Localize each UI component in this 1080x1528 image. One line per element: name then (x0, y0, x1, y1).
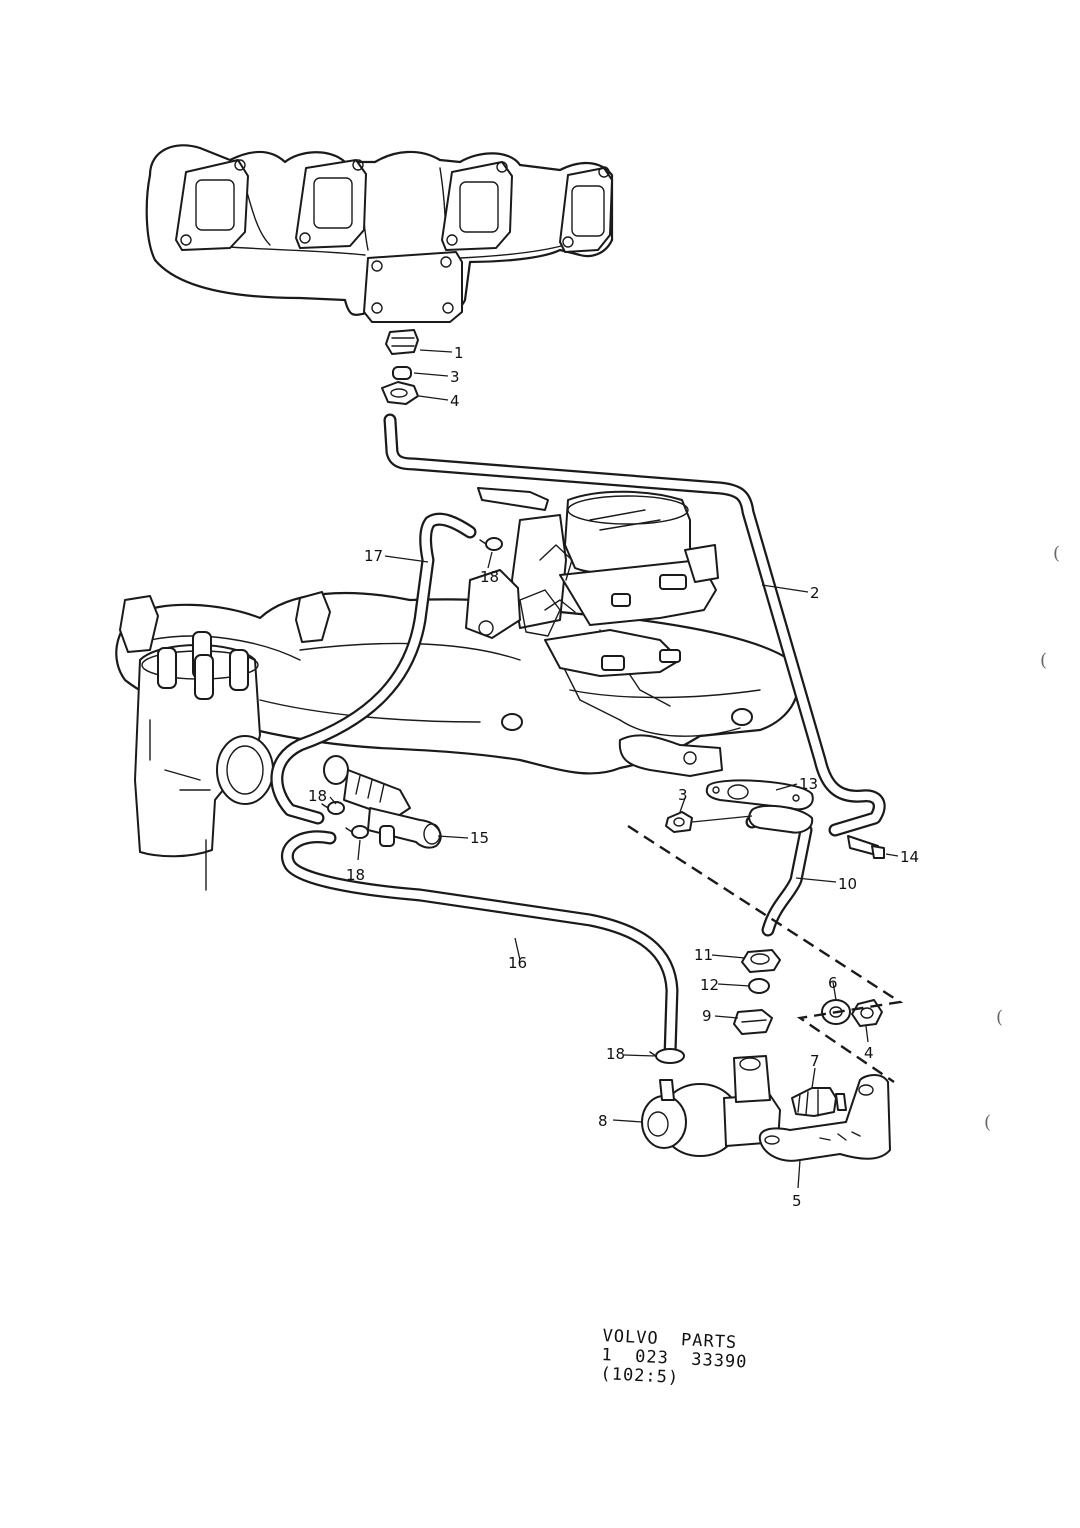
hose-clips (321, 537, 685, 1064)
edge-mark: ( (1040, 650, 1048, 671)
bracket-5 (758, 1074, 891, 1162)
callout-18-lower-left: 18 (346, 866, 365, 884)
callout-15: 15 (470, 829, 489, 847)
upper-fittings (381, 329, 419, 405)
callout-3-washer: 3 (678, 786, 688, 804)
callout-9: 9 (702, 1007, 712, 1025)
valve-15 (323, 755, 442, 849)
callout-7: 7 (810, 1052, 820, 1070)
callout-14: 14 (900, 848, 919, 866)
callout-18-valve: 18 (606, 1045, 625, 1063)
carburettor (465, 487, 719, 677)
callout-13: 13 (799, 775, 818, 793)
callout-labels: 1 3 4 2 17 18 13 3 14 10 18 15 18 16 11 … (308, 344, 919, 1210)
leader-lines (329, 349, 899, 1189)
callout-2: 2 (810, 584, 820, 602)
callout-18-upper-left: 18 (308, 787, 327, 805)
valve-8 (641, 1055, 781, 1157)
edge-mark: ( (1053, 543, 1061, 564)
callout-8: 8 (598, 1112, 608, 1130)
callout-3: 3 (450, 368, 460, 386)
callout-6: 6 (828, 974, 838, 992)
intake-manifold (115, 591, 800, 777)
edge-mark: ( (996, 1007, 1004, 1028)
hoses (270, 413, 886, 1062)
callout-5: 5 (792, 1192, 802, 1210)
exhaust-manifold (145, 144, 614, 323)
dashed-boundary (627, 824, 904, 1083)
callout-4-nut: 4 (864, 1044, 874, 1062)
callout-11: 11 (694, 946, 713, 964)
distributor (134, 631, 274, 891)
callout-16: 16 (508, 954, 527, 972)
callout-10: 10 (838, 875, 857, 893)
callout-4: 4 (450, 392, 460, 410)
callout-1: 1 (454, 344, 464, 362)
reference-block: VOLVO PARTS 1 023 33390 (102:5) (600, 1326, 749, 1392)
callout-12: 12 (700, 976, 719, 994)
edge-mark: ( (984, 1112, 992, 1133)
callout-18-carb: 18 (480, 568, 499, 586)
callout-17: 17 (364, 547, 383, 565)
